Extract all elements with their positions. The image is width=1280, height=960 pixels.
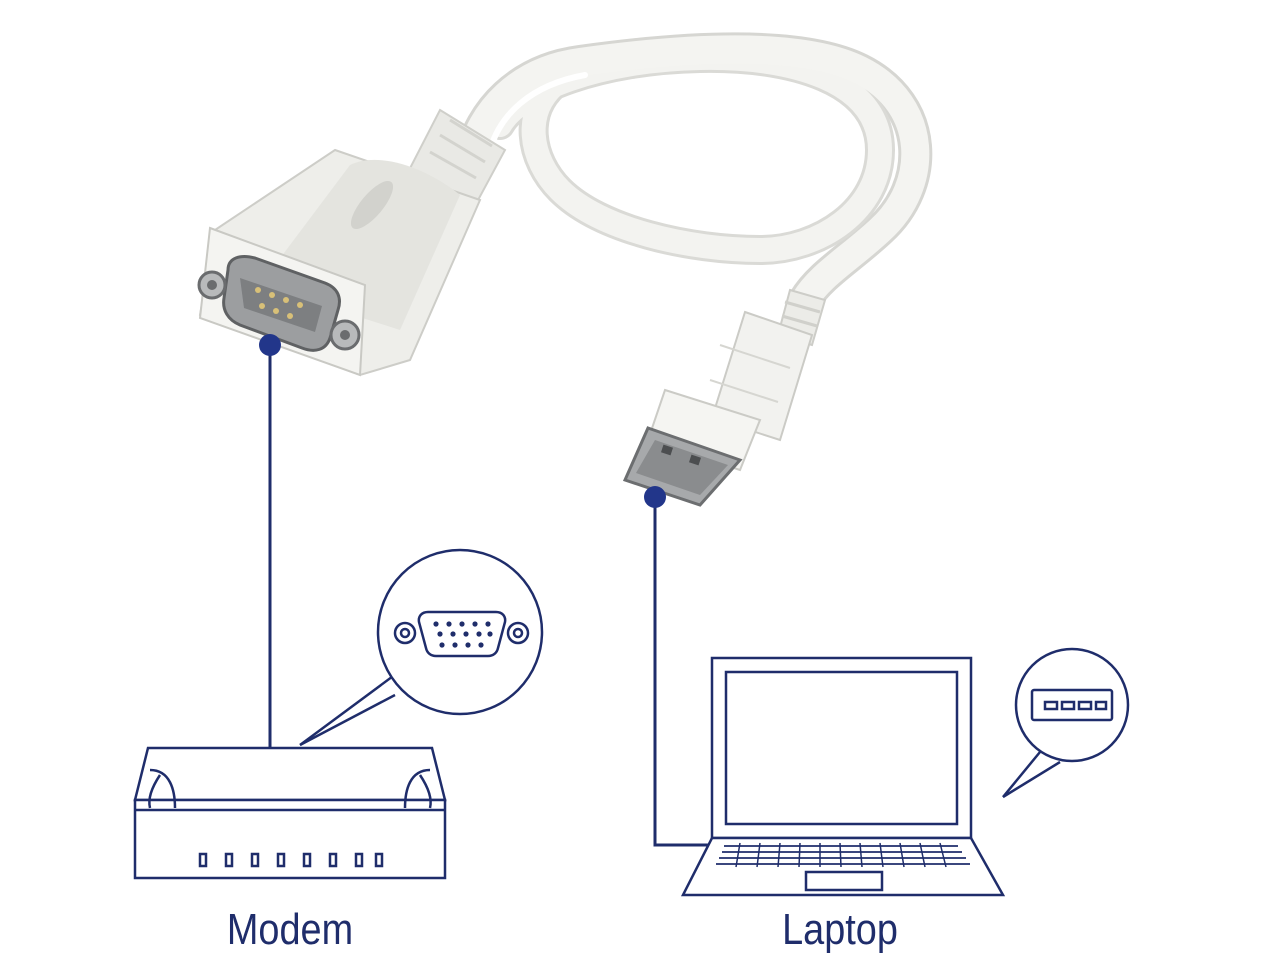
usb-a-plug [622, 288, 827, 507]
connection-lines [268, 345, 712, 847]
laptop-icon [680, 656, 1006, 897]
usb-serial-cable [453, 32, 933, 317]
laptop-label: Laptop [782, 905, 898, 954]
modem-label: Modem [226, 905, 354, 954]
db9-serial-connector [197, 108, 507, 377]
vga-port-icon [393, 610, 530, 658]
usb-port-callout [1002, 647, 1130, 799]
usb-port-icon [1030, 688, 1114, 722]
usb-connection-dot [644, 486, 666, 508]
modem-icon [133, 746, 447, 880]
laptop-connection-line [653, 497, 712, 847]
serial-connection-dot [259, 334, 281, 356]
vga-port-callout [299, 548, 544, 747]
